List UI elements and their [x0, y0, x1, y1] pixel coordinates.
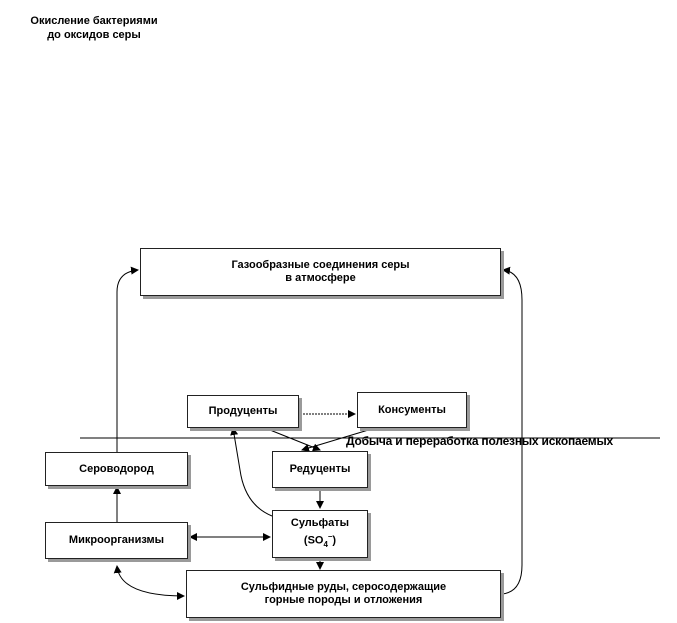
mining-label: Добыча и переработка полезных ископаемых — [346, 434, 613, 448]
arrow-sulfates-to-producers — [230, 427, 273, 517]
node-producers-label: Продуценты — [208, 405, 278, 417]
node-gases-line-1: Газообразные соединения серы — [231, 259, 410, 271]
caption-line-2: до оксидов серы — [47, 29, 141, 41]
node-sulfates-formula-close: ) — [332, 534, 337, 547]
node-ores-line-2: горные породы и отложения — [264, 594, 423, 606]
node-sulfates-line-1: Сульфаты — [290, 517, 350, 530]
caption-line-1: Окисление бактериями — [30, 15, 158, 27]
node-producers: Продуценты — [187, 395, 299, 428]
node-ores-line-1: Сульфидные руды, серосодержащие — [240, 581, 447, 593]
node-ores: Сульфидные руды, серосодержащие горные п… — [186, 570, 501, 618]
node-sulfates-formula: (SO4–) — [304, 530, 336, 551]
node-microorganisms: Микроорганизмы — [45, 522, 188, 559]
node-hydrogen-sulfide-label: Сероводород — [79, 462, 154, 475]
node-hydrogen-sulfide: Сероводород — [45, 452, 188, 486]
arrow-consumers-to-decomposers — [301, 427, 376, 452]
top-caption: Окисление бактериями до оксидов серы — [24, 14, 164, 42]
node-sulfates: Сульфаты (SO4–) — [272, 510, 368, 558]
node-gases-line-2: в атмосфере — [285, 272, 356, 284]
node-decomposers: Редуценты — [272, 451, 368, 488]
node-sulfates-formula-sup: – — [327, 532, 333, 542]
arrow-micro-ores — [113, 565, 185, 600]
arrow-producers-to-decomposers — [264, 427, 321, 452]
node-decomposers-label: Редуценты — [289, 463, 351, 475]
node-consumers: Консументы — [357, 392, 467, 428]
node-microorganisms-label: Микроорганизмы — [68, 534, 165, 546]
arrow-ores-to-gases — [501, 266, 523, 595]
node-sulfates-formula-sub: 4 — [323, 539, 328, 549]
node-consumers-label: Консументы — [378, 403, 446, 416]
arrow-h2s-to-gases — [116, 266, 139, 452]
node-gases: Газообразные соединения серы в атмосфере — [140, 248, 501, 296]
node-sulfates-formula-main: (SO — [303, 534, 324, 547]
